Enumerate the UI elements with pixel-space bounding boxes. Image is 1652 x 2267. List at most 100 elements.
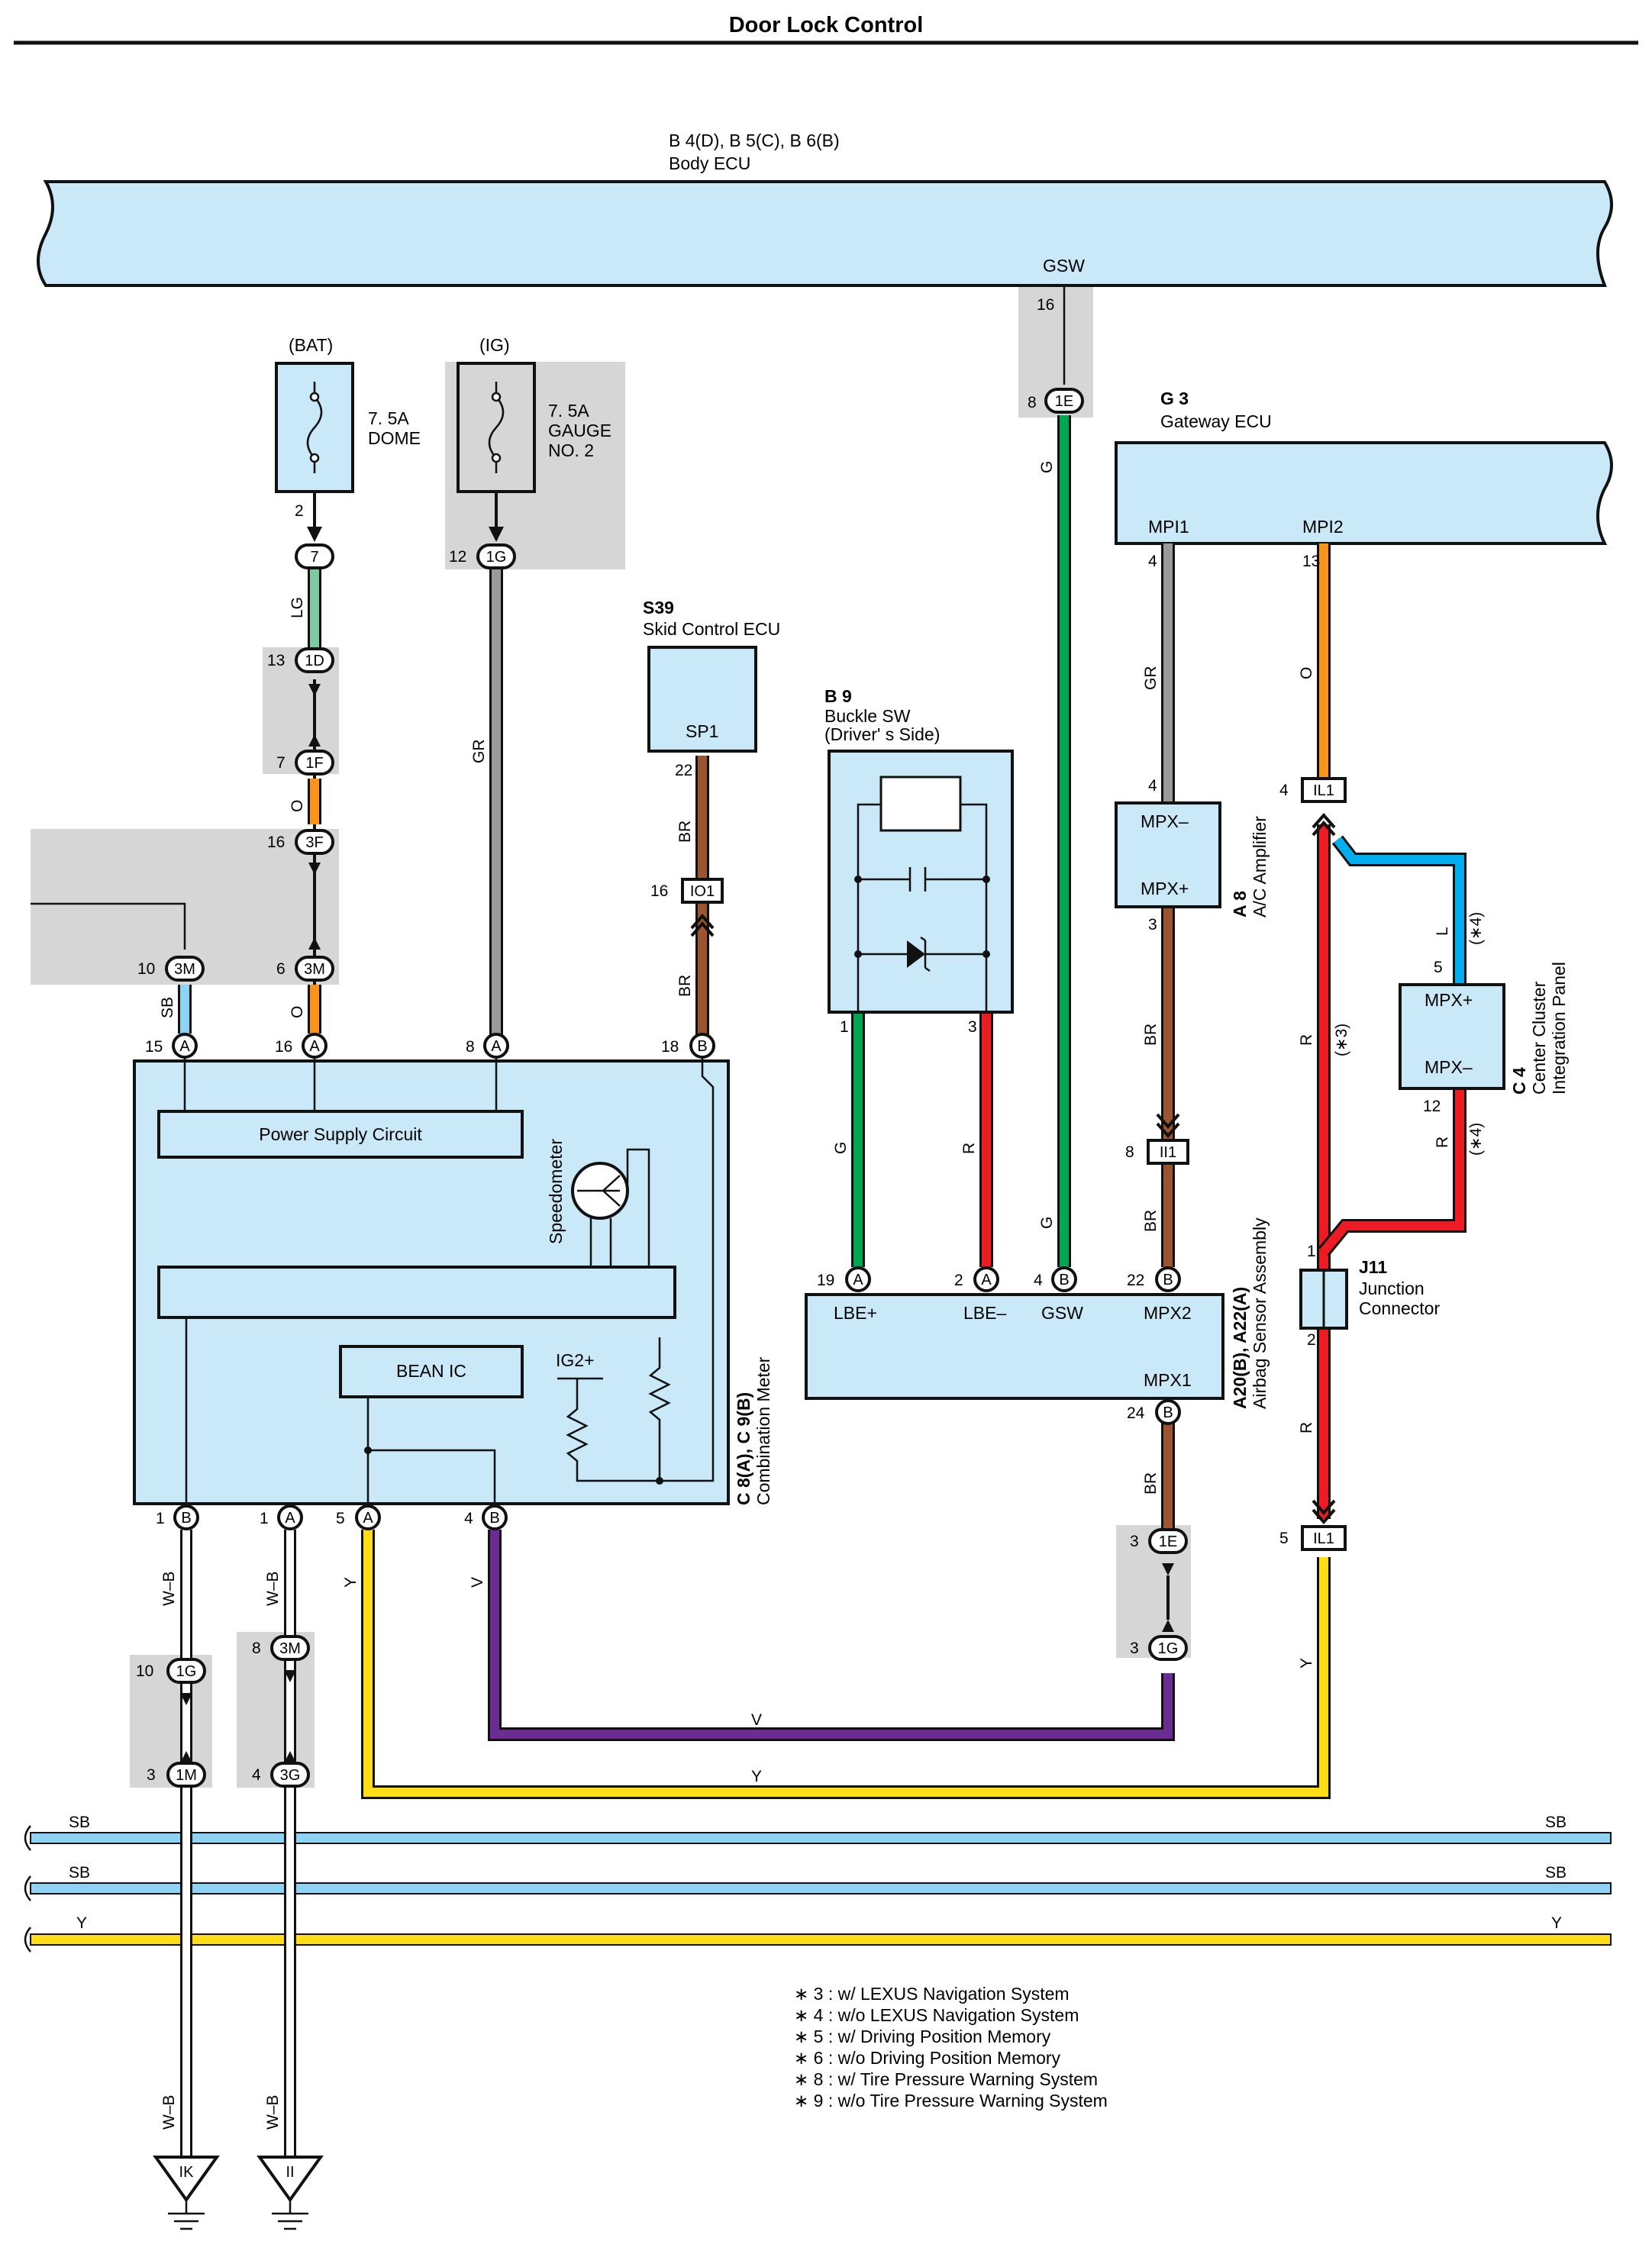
svg-text:A: A [853,1272,863,1288]
fuse-gauge-source: (IG) [479,335,510,355]
skid-ecu-pin: SP1 [686,721,718,741]
pin-16-gsw: 16 [1037,296,1054,314]
label-r-buckle: R [960,1143,978,1154]
svg-text:B: B [697,1038,707,1055]
connector-ii1: II1 [1147,1139,1189,1165]
pin-13-mpi2: 13 [1302,553,1320,570]
connector-3m-right: 3M [295,956,334,982]
resistor-network [557,1337,671,1485]
svg-text:7: 7 [310,549,318,566]
connector-3g: 3G [270,1762,310,1788]
pin-18-meter: 18 [661,1038,679,1056]
svg-text:3F: 3F [305,834,323,851]
skid-control-ecu [647,646,757,753]
label-g-buckle: G [832,1142,850,1154]
connector-1e-lower: 1E [1148,1528,1188,1554]
svg-text:1F: 1F [305,755,323,772]
pin-16-meter: 16 [275,1038,292,1056]
wire-3m-stub [31,902,186,950]
meter-internal-bean [366,1397,496,1516]
note-3: ∗ 3 : w/ LEXUS Navigation System [794,1984,1070,2004]
label-wb-1: W–B [160,1571,178,1606]
power-supply-circuit [157,1110,524,1159]
meter-code: C 8(A), C 9(B) [734,1392,753,1505]
svg-text:1E: 1E [1159,1533,1177,1550]
label-br-skid-1: BR [676,821,694,843]
bus-break-3 [24,1927,31,1953]
pin-1-buckle: 1 [840,1018,849,1036]
pin-4-ac: 4 [1148,777,1157,795]
svg-text:1M: 1M [176,1767,197,1784]
junction-name1: Junction [1359,1279,1425,1298]
label-l: L [1434,927,1451,936]
speedometer-label: Speedometer [546,1139,566,1244]
ig2-label: IG2+ [556,1350,595,1370]
airbag-pin-gsw: GSW [1041,1303,1083,1323]
svg-text:3M: 3M [304,961,325,978]
note-5: ∗ 5 : w/ Driving Position Memory [794,2027,1051,2046]
airbag-pin-mpx1: MPX1 [1144,1370,1192,1390]
junction-name2: Connector [1359,1298,1440,1318]
airbag-pin-mpx2: MPX2 [1144,1303,1192,1323]
pin-1-junction: 1 [1307,1243,1316,1260]
pin-4-airbag: 4 [1034,1272,1043,1289]
ac-amplifier [1115,801,1221,908]
label-wb-2: W–B [264,1571,282,1606]
label-star4-r: (∗4) [1467,1123,1485,1156]
buckle-sw-side: (Driver' s Side) [824,724,940,744]
connector-3f: 3F [295,829,334,855]
pin-16-io1: 16 [650,882,668,900]
pin-8-meter: 8 [466,1038,475,1056]
wire-v-outline [488,1530,1175,1741]
svg-text:A: A [285,1510,295,1527]
pin-22-airbag: 22 [1127,1272,1144,1289]
label-br-ac-2: BR [1142,1210,1160,1232]
svg-text:B: B [489,1510,499,1527]
ac-pin-top: MPX– [1141,811,1189,831]
pin-5-a: 5 [336,1510,345,1527]
body-ecu-code: B 4(D), B 5(C), B 6(B) [669,131,840,150]
svg-text:3G: 3G [280,1767,301,1784]
label-br-skid-2: BR [676,975,694,997]
label-gr-mpi1: GR [1142,666,1160,691]
fuse-dome-icon [306,382,323,473]
fuse-gauge-name1: GAUGE [548,421,611,440]
bus-sb2-right: SB [1545,1864,1566,1882]
pin-4-b: 4 [464,1510,473,1527]
meter-internal-supply [183,1057,498,1111]
label-y-il1: Y [1298,1658,1315,1669]
pin-15-meter: 15 [145,1038,163,1056]
svg-text:3M: 3M [174,961,195,978]
connector-1g-left: 1G [166,1658,206,1684]
connector-1m: 1M [166,1762,206,1788]
wire-r-cluster [1320,1090,1464,1255]
pin-3-1g: 3 [1130,1640,1139,1657]
bus-y-left: Y [76,1914,87,1932]
gateway-mpi1-pin: MPI1 [1148,517,1189,537]
airbag-pin-lbe-minus: LBE– [963,1303,1006,1323]
label-wb-3: W–B [160,2094,178,2130]
pin-3-1m: 3 [147,1766,156,1784]
pin-12-cluster: 12 [1423,1098,1441,1115]
bean-ic-label: BEAN IC [396,1361,466,1381]
label-br-mpx1: BR [1142,1472,1160,1495]
bus-y-right: Y [1551,1914,1562,1932]
connector-1f: 1F [295,750,334,776]
svg-text:A: A [981,1272,992,1288]
ground-ik: IK [153,2156,220,2230]
svg-text:IK: IK [179,2164,195,2181]
label-star3: (∗3) [1333,1024,1350,1056]
wire-v [490,1530,1173,1739]
connector-3m-lower: 3M [270,1635,310,1661]
connector-1d: 1D [295,647,334,673]
label-v-meter: V [469,1577,486,1588]
cluster-code: C 4 [1509,1067,1529,1095]
airbag-pin-circles: A A B B B [845,1266,1181,1425]
skid-ecu-name: Skid Control ECU [643,619,780,639]
pin-2-airbag: 2 [954,1272,963,1289]
wire-l [1334,837,1464,985]
label-r-lower: R [1298,1422,1315,1433]
pin-4-il1: 4 [1279,782,1289,799]
svg-text:II: II [286,2164,294,2181]
connector-3m-left: 3M [165,956,205,982]
